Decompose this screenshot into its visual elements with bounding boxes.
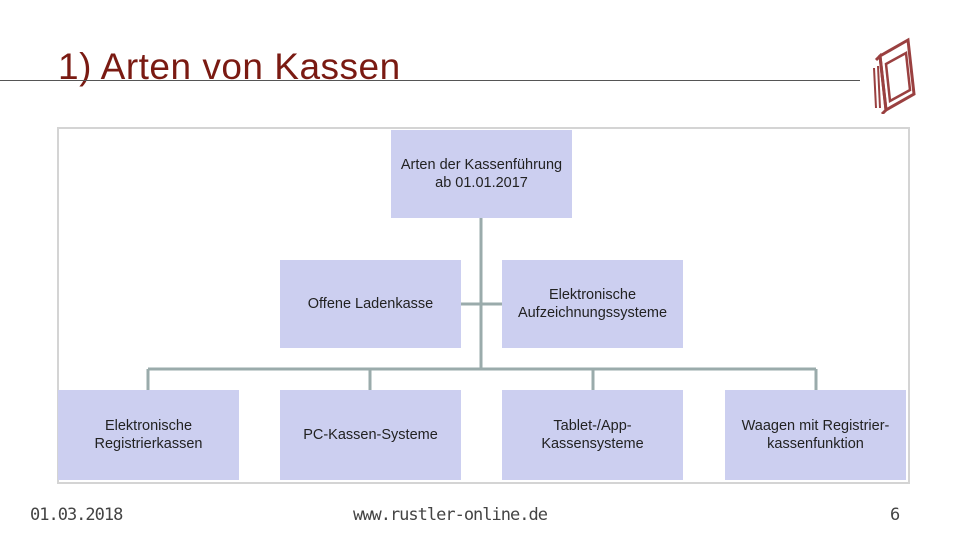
child-node-label: Waagen mit Registrier-kassenfunktion (741, 418, 890, 452)
title-underline (0, 80, 860, 81)
branch-node-offene-ladenkasse: Offene Ladenkasse (280, 260, 461, 348)
child-node-waagen: Waagen mit Registrier-kassenfunktion (725, 390, 906, 480)
root-node-label: Arten der Kassenführung ab 01.01.2017 (400, 157, 563, 191)
footer-url: www.rustler-online.de (353, 505, 548, 525)
branch-node-label: Elektronische Aufzeichnungssysteme (517, 287, 668, 321)
diagram-frame (57, 127, 910, 484)
child-node-label: Tablet-/App-Kassensysteme (541, 418, 644, 452)
branch-node-label: Offene Ladenkasse (307, 296, 434, 312)
footer-date: 01.03.2018 (30, 505, 123, 525)
child-node-label: Elektronische Registrierkassen (94, 418, 203, 452)
child-node-pc-kassen: PC-Kassen-Systeme (280, 390, 461, 480)
books-logo-icon (873, 37, 916, 114)
page-number: 6 (890, 505, 901, 525)
child-node-label: PC-Kassen-Systeme (303, 427, 438, 443)
child-node-tablet-app: Tablet-/App-Kassensysteme (502, 390, 683, 480)
child-node-registrierkassen: Elektronische Registrierkassen (58, 390, 239, 480)
root-node: Arten der Kassenführung ab 01.01.2017 (391, 130, 572, 218)
branch-node-elektronische-aufzeichnungssysteme: Elektronische Aufzeichnungssysteme (502, 260, 683, 348)
